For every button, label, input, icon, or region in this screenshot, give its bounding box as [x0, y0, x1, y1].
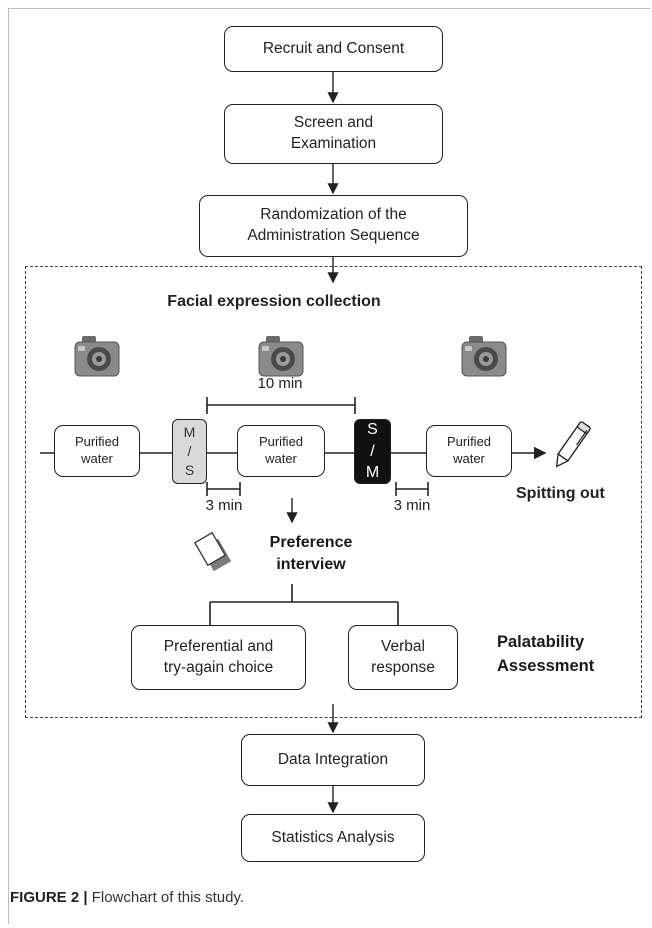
pen-icon	[555, 421, 591, 468]
palatability-assessment-label: Palatability Assessment	[497, 631, 594, 679]
statistics-analysis-box: Statistics Analysis	[241, 814, 425, 862]
interval-10min-label: 10 min	[257, 375, 303, 392]
sm-letter-s: S	[367, 421, 378, 439]
randomization-label-line1: Randomization of the	[260, 206, 407, 224]
water-1-line1: Purified	[74, 434, 120, 450]
water-2-line2: water	[265, 451, 297, 466]
statistics-analysis-label: Statistics Analysis	[271, 828, 395, 846]
palatability-line1: Palatability	[497, 633, 585, 651]
preferential-choice-box: Preferential and try-again choice	[131, 625, 306, 690]
preference-line2: interview	[276, 556, 346, 574]
screen-label-line1: Screen and	[293, 114, 374, 132]
sm-sample-box: S / M	[354, 419, 391, 484]
facial-expression-title: Facial expression collection	[167, 293, 381, 310]
ms-slash: /	[187, 443, 192, 460]
ms-sample-box: M / S	[172, 419, 207, 484]
preference-line1: Preference	[269, 534, 353, 551]
caption-label: FIGURE 2 |	[10, 889, 88, 906]
choice-line2: try-again choice	[163, 658, 274, 676]
caption-text: Flowchart of this study.	[87, 889, 244, 906]
randomization-label-line2: Administration Sequence	[247, 227, 420, 244]
data-integration-label: Data Integration	[277, 750, 389, 768]
interval-3min-right-label: 3 min	[393, 497, 431, 514]
camera-icon	[258, 336, 304, 377]
screen-label-line2: Examination	[290, 135, 377, 152]
verbal-response-box: Verbal response	[348, 625, 458, 690]
choice-line1: Preferential and	[163, 637, 274, 655]
recruit-consent-box: Recruit and Consent	[224, 26, 443, 72]
purified-water-box-3: Purified water	[426, 425, 512, 477]
spitting-out-label: Spitting out	[516, 485, 605, 502]
recruit-consent-label: Recruit and Consent	[262, 39, 405, 57]
verbal-line2: response	[371, 658, 435, 676]
questionnaire-icon	[193, 531, 232, 572]
water-1-line2: water	[81, 451, 113, 466]
randomization-box: Randomization of the Administration Sequ…	[199, 195, 468, 257]
ms-letter-m: M	[183, 424, 196, 441]
water-2-line1: Purified	[258, 434, 304, 450]
camera-icon	[461, 336, 507, 377]
figure-caption: FIGURE 2 | Flowchart of this study.	[10, 889, 244, 906]
interval-3min-left-label: 3 min	[205, 497, 243, 514]
screen-examination-box: Screen and Examination	[224, 104, 443, 164]
water-3-line1: Purified	[446, 434, 492, 450]
purified-water-box-1: Purified water	[54, 425, 140, 477]
water-3-line2: water	[453, 451, 485, 466]
palatability-line2: Assessment	[497, 656, 595, 675]
sm-slash: /	[370, 442, 375, 460]
data-integration-box: Data Integration	[241, 734, 425, 786]
purified-water-box-2: Purified water	[237, 425, 325, 477]
sm-letter-m: M	[365, 464, 380, 482]
preference-interview-label: Preference interview	[270, 532, 353, 577]
figure-frame	[8, 8, 650, 924]
session-dashed-border	[25, 266, 642, 718]
camera-icon	[74, 336, 120, 377]
verbal-line1: Verbal	[381, 637, 425, 655]
ms-letter-s: S	[184, 461, 195, 478]
